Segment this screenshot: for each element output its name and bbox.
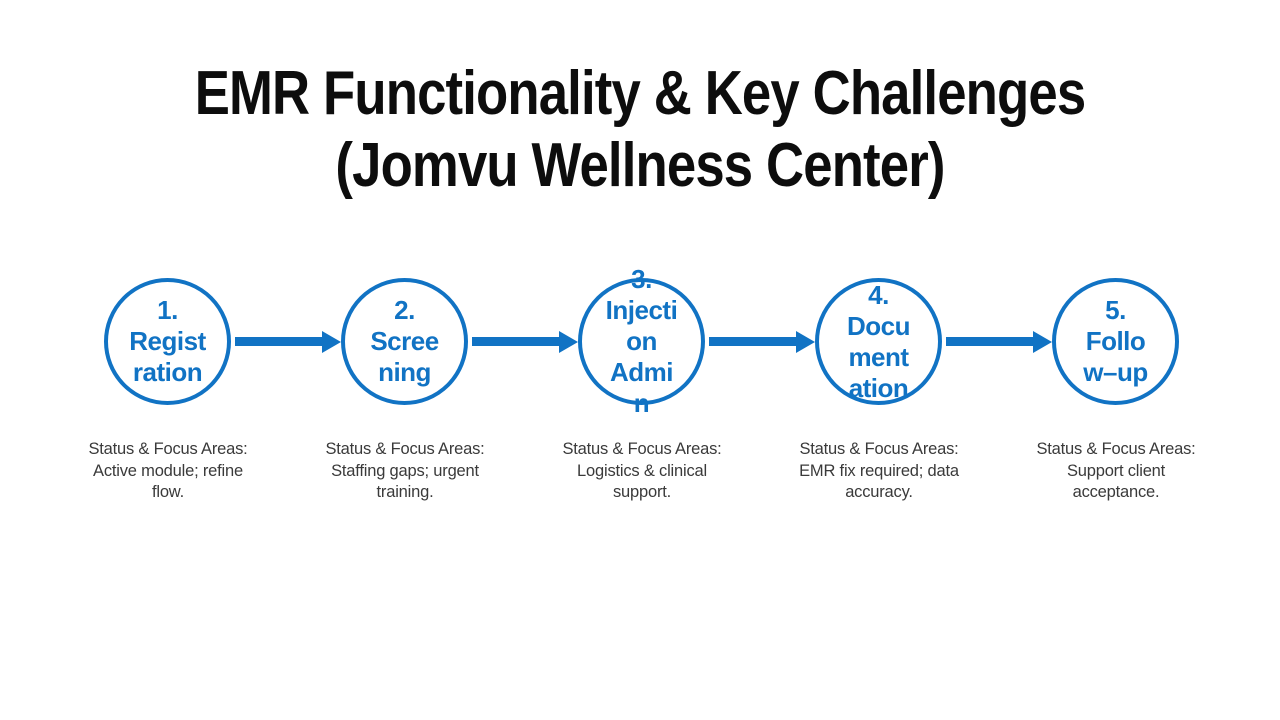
flow-step-3-label: 3. Injecti on Admi n <box>605 264 678 418</box>
arrow-shaft <box>472 337 559 346</box>
page-title: EMR Functionality & Key Challenges (Jomv… <box>194 59 1086 200</box>
flow-step-4-caption: Status & Focus Areas: EMR fix required; … <box>799 440 959 501</box>
flow-step-2-caption: Status & Focus Areas: Staffing gaps; urg… <box>325 440 485 501</box>
arrow-shaft <box>946 337 1033 346</box>
flow-step-2-circle: 2. Scree ning <box>341 278 468 405</box>
arrow-head <box>796 330 815 353</box>
flow-step-5-circle: 5. Follo w–up <box>1052 278 1179 405</box>
arrow-shaft <box>235 337 322 346</box>
flow-step-5-caption: Status & Focus Areas: Support client acc… <box>1036 440 1196 501</box>
flow-step-1-caption: Status & Focus Areas: Active module; ref… <box>88 440 248 501</box>
flow-arrow-icon <box>705 278 815 405</box>
flow-step-1-circle: 1. Regist ration <box>104 278 231 405</box>
arrow-head <box>1033 330 1052 353</box>
flow-step-3-circle: 3. Injecti on Admi n <box>578 264 705 418</box>
process-flow: 1. Regist ration 2. Scree ning 3. Inject… <box>104 264 1179 418</box>
flow-arrow-icon <box>942 278 1052 405</box>
arrow-head <box>559 330 578 353</box>
flow-arrow-icon <box>468 278 578 405</box>
flow-arrow-icon <box>231 278 341 405</box>
arrow-shaft <box>709 337 796 346</box>
flow-step-2-label: 2. Scree ning <box>370 295 439 387</box>
flow-step-4-circle: 4. Docu ment ation <box>815 278 942 405</box>
flow-step-5-label: 5. Follo w–up <box>1083 295 1148 387</box>
flow-step-4-label: 4. Docu ment ation <box>847 279 911 403</box>
arrow-head <box>322 330 341 353</box>
flow-step-1-label: 1. Regist ration <box>129 295 206 387</box>
flow-step-3-caption: Status & Focus Areas: Logistics & clinic… <box>562 440 722 501</box>
